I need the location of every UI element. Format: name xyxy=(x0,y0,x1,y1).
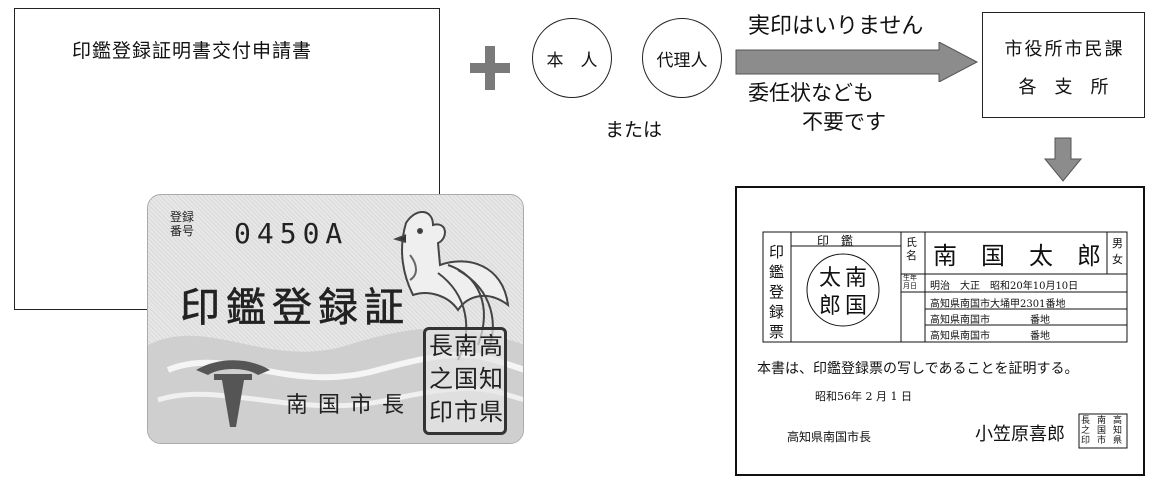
mayor-seal-text: 高知県 xyxy=(1113,416,1123,446)
city-office-box: 市役所市民課 各支所 xyxy=(982,12,1145,118)
seal-registration-card: 登録 番号 0450A 印鑑登録証 南国市長 高知県 南国市 長之印 xyxy=(147,194,524,444)
card-number-label-line2: 番号 xyxy=(170,224,195,238)
card-seal-column-1: 高知県 xyxy=(478,330,504,429)
gender-female: 女 xyxy=(1112,253,1123,266)
issue-date: 昭和56年 2 月 1 日 xyxy=(815,390,912,403)
mayor-seal-text: 南国市 xyxy=(1097,416,1107,446)
issuer: 高知県南国市長 xyxy=(787,430,872,444)
birth-date: 明治 大正 昭和20年10月10日 xyxy=(930,281,1079,292)
mayor-seal-text: 長之印 xyxy=(1081,416,1091,446)
registrant-name: 南 国 太 郎 xyxy=(933,242,1101,270)
seal-registration-certificate: 印鑑登録票 印 鑑 南 太 国 郎 氏名 南 国 太 郎 男 女 生年月日 明治… xyxy=(735,186,1145,476)
plus-icon xyxy=(470,46,510,90)
card-seal-text: 南国市 xyxy=(454,332,478,426)
personal-seal-char: 太 xyxy=(819,266,842,291)
personal-seal-char: 南 xyxy=(845,266,868,291)
mayor-seal-box xyxy=(1078,413,1128,449)
name-label: 氏名 xyxy=(906,236,917,262)
personal-seal-ring xyxy=(806,253,880,327)
office-line1: 市役所市民課 xyxy=(1004,39,1125,60)
certificate-grid xyxy=(762,231,1128,449)
birth-label: 生年月日 xyxy=(903,274,917,290)
card-seal-text: 高知県 xyxy=(479,332,503,426)
no-proxy-note-line2: 不要です xyxy=(802,110,886,134)
certificate-side-title: 印鑑登録票 xyxy=(769,243,785,341)
no-proxy-note-line1: 委任状なども xyxy=(748,81,874,105)
office-line2: 各支所 xyxy=(1018,77,1127,98)
card-seal-column-2: 南国市 xyxy=(453,330,479,429)
registration-table xyxy=(762,231,1128,343)
address-row: 高知県南国市 番地 xyxy=(930,331,1050,342)
gender-male: 男 xyxy=(1112,237,1123,250)
certification-statement: 本書は、印鑑登録票の写しであることを証明する。 xyxy=(757,361,1079,377)
card-title: 印鑑登録証 xyxy=(180,285,410,332)
agent-applicant-circle: 代理人 xyxy=(642,18,722,98)
mayor-seal-stamp: 高知県 南国市 長之印 xyxy=(1081,416,1125,446)
self-applicant-circle: 本 人 xyxy=(532,18,612,98)
address-row: 高知県南国市大埇甲2301番地 xyxy=(930,299,1066,310)
no-seal-note: 実印はいりません xyxy=(748,14,924,39)
right-arrow-icon xyxy=(735,42,979,82)
or-label: または xyxy=(605,119,663,141)
agent-applicant-label: 代理人 xyxy=(656,50,708,71)
down-arrow-icon xyxy=(1043,137,1083,182)
seal-header: 印 鑑 xyxy=(817,234,854,248)
application-form-title: 印鑑登録証明書交付申請書 xyxy=(72,40,313,62)
address-row: 高知県南国市 番地 xyxy=(930,315,1050,326)
personal-seal-char: 郎 xyxy=(819,294,842,319)
card-seal-text: 長之印 xyxy=(429,332,453,426)
self-applicant-label: 本 人 xyxy=(546,50,598,71)
card-number-label-line1: 登録 xyxy=(170,210,195,224)
mayor-name: 小笠原喜郎 xyxy=(975,424,1065,445)
city-emblem-icon xyxy=(196,360,270,427)
card-mayor: 南国市長 xyxy=(286,393,415,418)
personal-seal-char: 国 xyxy=(845,294,868,319)
card-seal-stamp: 高知県 南国市 長之印 xyxy=(423,327,507,435)
card-seal-column-3: 長之印 xyxy=(428,330,454,429)
card-number: 0450A xyxy=(234,217,349,250)
